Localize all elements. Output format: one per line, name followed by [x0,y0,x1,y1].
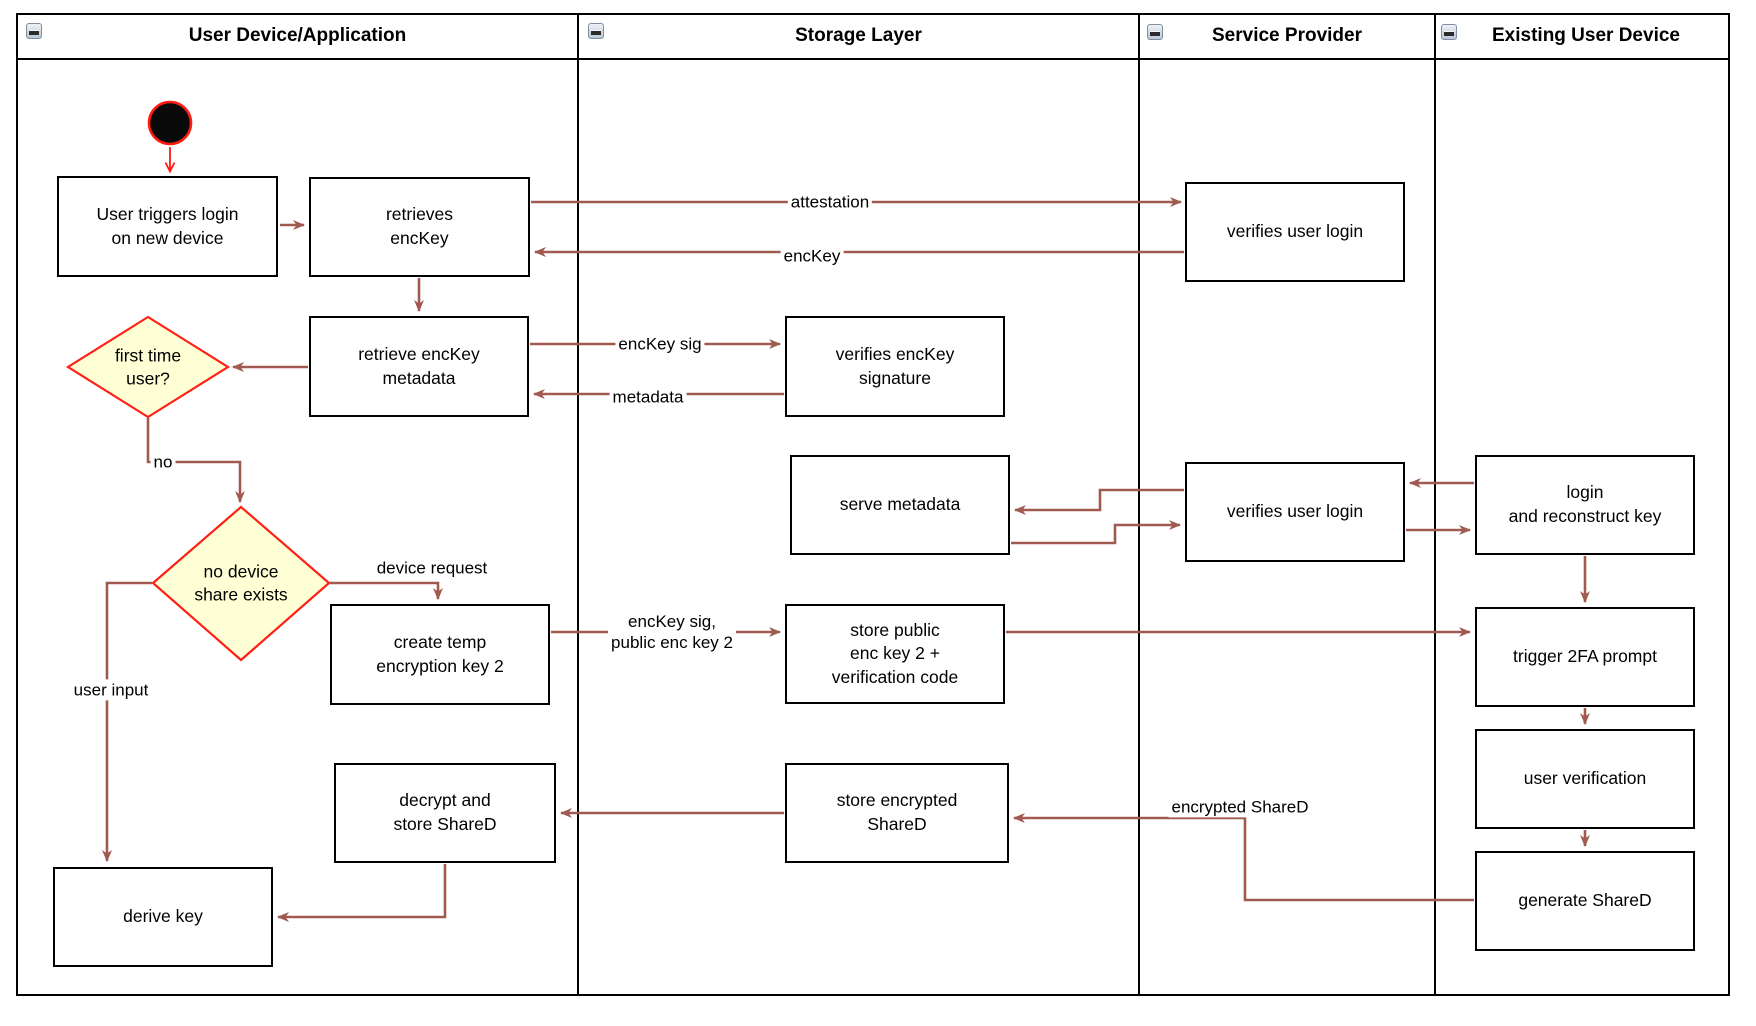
node-retrieves-enckey[interactable]: retrieves encKey [309,177,530,277]
lane-header-user-device[interactable]: User Device/Application [188,25,407,46]
minus-icon [1150,31,1160,36]
start-node[interactable] [147,100,193,146]
node-store-encrypted-shared[interactable]: store encrypted ShareD [785,763,1009,863]
pool-border-bottom [16,994,1730,996]
minus-icon [1444,31,1454,36]
node-login-and-reconstruct-key[interactable]: login and reconstruct key [1475,455,1695,555]
collapse-lane-icon[interactable] [26,23,42,39]
collapse-lane-icon[interactable] [588,23,604,39]
pool-border-top [16,13,1730,15]
lane-header-service-provider[interactable]: Service Provider [1212,25,1362,46]
edge-label-enckey: encKey [780,245,844,267]
pool-border-right [1728,13,1730,996]
lane-header-storage-layer[interactable]: Storage Layer [795,25,922,46]
decision-first-time-user-label: first time user? [114,345,182,388]
edge-label-enckey-sig: encKey sig [615,333,705,355]
lane-divider-1 [577,13,579,996]
decision-first-time-user[interactable] [65,315,231,419]
node-retrieve-enckey-metadata[interactable]: retrieve encKey metadata [309,316,529,417]
edge-label-device-request: device request [373,557,491,579]
collapse-lane-icon[interactable] [1147,24,1163,40]
node-trigger-2fa-prompt[interactable]: trigger 2FA prompt [1475,607,1695,707]
node-user-verification[interactable]: user verification [1475,729,1695,829]
decision-no-device-share-label: no device share exists [194,561,288,604]
node-decrypt-and-store-shared[interactable]: decrypt and store ShareD [334,763,556,863]
lane-header-existing-user-device[interactable]: Existing User Device [1492,25,1680,46]
node-derive-key[interactable]: derive key [53,867,273,967]
edge-label-enckey-sig-public: encKey sig, public enc key 2 [608,610,736,654]
decision-no-device-share[interactable] [151,505,331,662]
pool-border-left [16,13,18,996]
edge-label-metadata: metadata [609,386,687,408]
lane-divider-3 [1434,13,1436,996]
node-verifies-user-login-mid[interactable]: verifies user login [1185,462,1405,562]
lane-header-separator [16,58,1730,60]
edge-label-user-input: user input [70,679,152,701]
node-user-triggers-login[interactable]: User triggers login on new device [57,176,278,277]
edge-label-no: no [150,451,176,473]
node-generate-shared[interactable]: generate ShareD [1475,851,1695,951]
node-store-public-enc-key-2[interactable]: store public enc key 2 + verification co… [785,604,1005,704]
minus-icon [591,30,601,35]
edge-label-attestation: attestation [787,191,873,213]
edge-label-encrypted-shared: encrypted ShareD [1168,796,1312,818]
lane-divider-2 [1138,13,1140,996]
node-create-temp-encryption-key-2[interactable]: create temp encryption key 2 [330,604,550,705]
collapse-lane-icon[interactable] [1441,24,1457,40]
node-verifies-enckey-signature[interactable]: verifies encKey signature [785,316,1005,417]
node-serve-metadata[interactable]: serve metadata [790,455,1010,555]
node-verifies-user-login-top[interactable]: verifies user login [1185,182,1405,282]
minus-icon [29,30,39,35]
